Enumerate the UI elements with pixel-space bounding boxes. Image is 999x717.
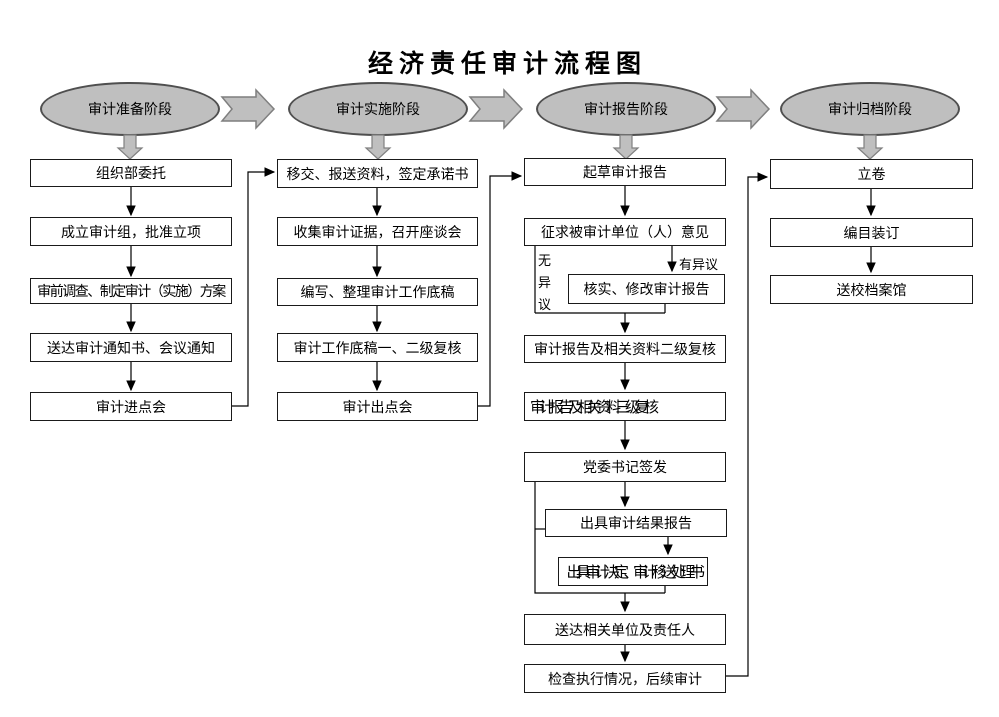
step-deliver-to-parties: 送达相关单位及责任人 xyxy=(524,614,726,645)
stage-flow-arrow-icon xyxy=(220,88,771,130)
connector-lines xyxy=(126,167,876,677)
step-entry-meeting: 审计进点会 xyxy=(30,392,232,421)
step-handover-materials: 移交、报送资料，签定承诺书 xyxy=(277,159,478,188)
step-issue-result-report: 出具审计结果报告 xyxy=(545,509,727,537)
page-title: 经济责任审计流程图 xyxy=(368,50,648,78)
branch-label-objection: 有异议 xyxy=(679,257,719,272)
step-deliver-notice: 送达审计通知书、会议通知 xyxy=(30,333,232,362)
step-issue-decision: 出具审计决定、审计移送处理书 xyxy=(558,557,708,586)
step-secretary-signoff: 党委书记签发 xyxy=(524,452,726,482)
step-form-audit-team: 成立审计组，批准立项 xyxy=(30,217,232,246)
stage-label: 审计实施阶段 xyxy=(336,101,420,117)
stage-down-arrow-icon xyxy=(116,134,884,160)
step-verify-revise: 核实、修改审计报告 xyxy=(568,274,725,304)
stage-label: 审计归档阶段 xyxy=(828,101,912,117)
step-file-creation: 立卷 xyxy=(770,159,973,189)
stage-archiving: 审计归档阶段 xyxy=(780,82,960,136)
step-workpaper-review: 审计工作底稿一、二级复核 xyxy=(277,333,478,362)
step-send-archives: 送校档案馆 xyxy=(770,275,973,304)
step-pre-survey: 审前调查、制定审计（实施）方案 xyxy=(30,278,232,304)
step-entrust: 组织部委托 xyxy=(30,159,232,187)
step-exit-meeting: 审计出点会 xyxy=(277,392,478,421)
step-prepare-workpapers: 编写、整理审计工作底稿 xyxy=(277,278,478,306)
stage-label: 审计报告阶段 xyxy=(584,101,668,117)
branch-label-no-objection: 无异议 xyxy=(538,253,552,312)
step-draft-report: 起草审计报告 xyxy=(524,158,726,186)
stage-label: 审计准备阶段 xyxy=(88,101,172,117)
step-solicit-opinions: 征求被审计单位（人）意见 xyxy=(524,218,726,246)
step-followup-audit: 检查执行情况，后续审计 xyxy=(524,664,726,693)
step-second-level-review: 审计报告及相关资料二级复核 xyxy=(524,335,726,363)
step-third-level-review: 审计报告及相关资料三级复核 xyxy=(524,392,726,421)
step-collect-evidence: 收集审计证据，召开座谈会 xyxy=(277,217,478,246)
step-catalog-bind: 编目装订 xyxy=(770,218,973,247)
